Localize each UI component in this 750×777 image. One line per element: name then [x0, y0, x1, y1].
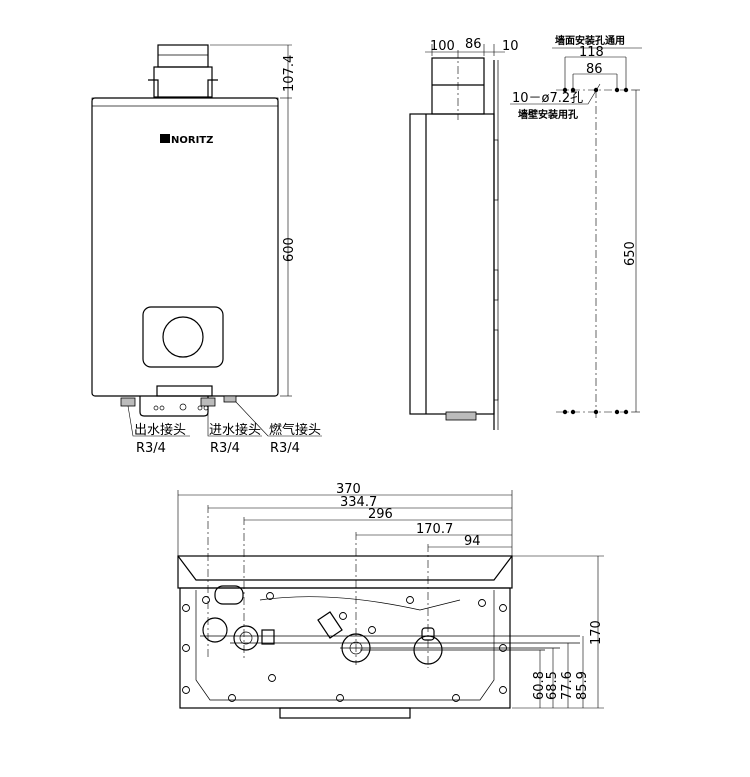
- wall-mount-holes: 墙面安装孔通用 118 86 10－ø7.2孔 墙壁安装用孔 650: [510, 34, 642, 420]
- svg-text:85.9: 85.9: [575, 671, 590, 700]
- svg-text:86: 86: [586, 62, 603, 77]
- svg-text:68.5: 68.5: [545, 671, 560, 700]
- gas-connector: [223, 395, 237, 403]
- side-view: 100 86 10: [409, 37, 519, 430]
- svg-text:107.4: 107.4: [282, 55, 297, 92]
- svg-text:170: 170: [589, 620, 604, 645]
- svg-text:118: 118: [579, 45, 604, 60]
- svg-text:334.7: 334.7: [340, 495, 377, 510]
- svg-text:10: 10: [502, 39, 519, 54]
- svg-text:10－ø7.2孔: 10－ø7.2孔: [512, 91, 583, 106]
- svg-text:R3/4: R3/4: [210, 441, 240, 456]
- svg-text:94: 94: [464, 534, 481, 549]
- svg-text:燃气接头: 燃气接头: [269, 422, 321, 438]
- water-outlet-connector: [120, 397, 136, 407]
- svg-text:60.8: 60.8: [532, 671, 547, 700]
- svg-text:NORITZ: NORITZ: [171, 135, 213, 146]
- water-inlet-connector: [200, 397, 216, 407]
- connection-gas: 燃气接头 R3/4: [269, 422, 321, 456]
- svg-text:170.7: 170.7: [416, 522, 453, 537]
- svg-text:77.6: 77.6: [560, 671, 575, 700]
- svg-text:墙面安装孔通用: 墙面安装孔通用: [555, 34, 625, 47]
- front-view: NORITZ 107.4 600 出水接头 R3/4 进水接头 R3/4 燃气接…: [91, 44, 322, 456]
- svg-text:100: 100: [430, 39, 455, 54]
- svg-text:R3/4: R3/4: [270, 441, 300, 456]
- noritz-logo: NORITZ: [160, 134, 213, 146]
- svg-text:650: 650: [623, 241, 638, 266]
- svg-text:370: 370: [336, 482, 361, 497]
- connection-water-inlet: 进水接头 R3/4: [209, 422, 261, 456]
- svg-text:296: 296: [368, 507, 393, 522]
- svg-text:出水接头: 出水接头: [134, 422, 186, 438]
- svg-text:86: 86: [465, 37, 482, 52]
- svg-text:墙壁安装用孔: 墙壁安装用孔: [518, 108, 578, 121]
- svg-text:600: 600: [282, 237, 297, 262]
- svg-text:进水接头: 进水接头: [209, 422, 261, 438]
- svg-text:R3/4: R3/4: [136, 441, 166, 456]
- connection-water-outlet: 出水接头 R3/4: [134, 422, 186, 456]
- bottom-view: 370 334.7 296 170.7 94 170 60.8 68.5 77.…: [177, 482, 604, 719]
